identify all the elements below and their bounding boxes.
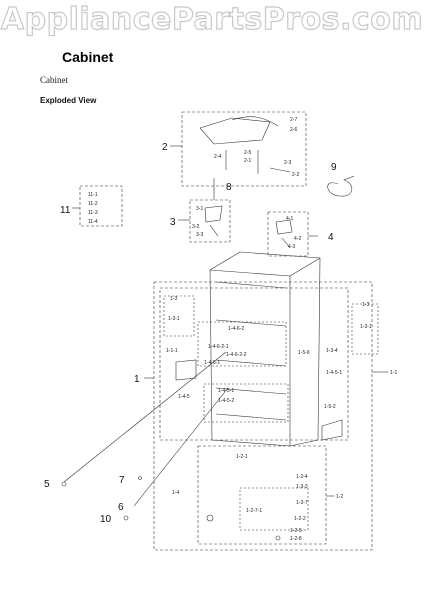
group-1-2-box [197,445,327,545]
label-2-2: 2-2 [292,172,299,178]
group-1-4-5-box [203,383,289,423]
label-1-4-5-2: 1-4-5-2 [218,398,234,404]
top-hinge-bracket [199,117,271,145]
label-1-4: 1-4 [172,490,179,496]
cabinet-interior [215,281,287,421]
label-1-1-1: 1-1-1 [166,348,178,354]
label-4-3: 4-3 [288,244,295,250]
label-2-6: 2-6 [290,127,297,133]
hinge-3-part [204,205,223,237]
screw-10 [123,515,129,521]
cabinet-front-edge [209,257,321,446]
group-3-box [189,199,231,243]
label-1-4-6-2: 1-4-6-2 [228,326,244,332]
label-3-2: 3-2 [192,224,199,230]
group-4-box [267,211,309,257]
page-title: Cabinet [62,49,114,65]
group-1-box [153,281,373,551]
group-1-2-7-box [239,487,309,531]
label-1-2-1: 1-2-1 [236,454,248,460]
right-rail [321,419,343,441]
screw-5 [61,481,67,487]
label-1-4-5: 1-4-5 [178,394,190,400]
callout-2: 2 [162,142,168,153]
callout-10: 10 [100,514,112,525]
label-11-2: 11-2 [88,201,98,207]
label-4-2: 4-2 [294,236,301,242]
callout-5: 5 [44,479,50,490]
label-1-2-7-1: 1-2-7-1 [246,508,262,514]
label-1-4-6-2-1: 1-4-6-2-1 [208,344,229,350]
watermark-logo: AppliancePartsPros.com [0,1,424,37]
label-11-4: 11-4 [88,219,98,225]
callout-6: 6 [118,502,124,513]
callout-9: 9 [331,162,337,173]
group-11-box [79,185,123,227]
label-1-2: 1-2 [336,494,343,500]
top-hinge-pin [225,150,291,174]
label-11-3: 11-3 [88,210,98,216]
label-1-3-3: 1-3-3 [296,484,308,490]
label-1-4-6-2-2: 1-4-6-2-2 [226,352,247,358]
leader-5 [63,351,227,483]
label-11-1: 11-1 [88,192,98,198]
label-1-3-1-left: 1-3-1 [168,316,180,322]
label-1-2-5: 1-2-5 [290,528,302,534]
label-1-5-6: 1-5-6 [298,350,310,356]
group-2-box [181,111,307,187]
group-1-3-right-box [351,303,379,355]
callout-3: 3 [170,217,176,228]
callout-11: 11 [60,205,71,216]
label-2-1: 2-1 [244,158,251,164]
callout-7: 7 [119,475,125,486]
hinge-4-part [275,219,293,249]
label-1-3-4: 1-3-4 [326,348,338,354]
label-1-3-left: 1-3 [170,296,177,302]
label-3-3: 3-3 [196,232,203,238]
label-1-3-1-right: 1-3-1 [360,324,372,330]
label-3-1: 3-1 [196,206,203,212]
label-1-1: 1-1 [390,370,397,376]
view-label: Exploded View [40,96,97,105]
screw-1-2-5 [206,514,214,522]
label-1-3-right: 1-3 [362,302,369,308]
label-2-4: 2-4 [214,154,221,160]
leader-6 [133,387,229,507]
label-2-7: 2-7 [290,117,297,123]
label-4-1: 4-1 [286,216,293,222]
screw-1-2-8 [275,535,281,541]
power-cord [327,175,355,197]
callout-1: 1 [134,374,140,385]
label-1-5-2: 1-5-2 [324,404,336,410]
label-2-3: 2-3 [284,160,291,166]
left-rail [175,359,197,381]
callout-8: 8 [226,182,232,193]
section-subtitle: Cabinet [40,75,68,85]
group-1-4-6-box [197,321,287,367]
group-1-3-left-box [163,295,195,337]
label-1-2-4: 1-2-4 [296,474,308,480]
screw-7 [138,476,142,480]
label-1-4-5-1: 1-4-5-1 [326,370,342,376]
label-1-2-8: 1-2-8 [290,536,302,542]
label-1-4-5-1b: 1-4-5-1 [218,388,234,394]
label-1-3-7: 1-3-7 [296,500,308,506]
label-1-4-6-1: 1-4-6-1 [204,360,220,366]
callout-4: 4 [328,232,334,243]
label-2-5: 2-5 [244,150,251,156]
label-1-2-2: 1-2-2 [294,516,306,522]
top-hinge-wire [231,116,279,127]
